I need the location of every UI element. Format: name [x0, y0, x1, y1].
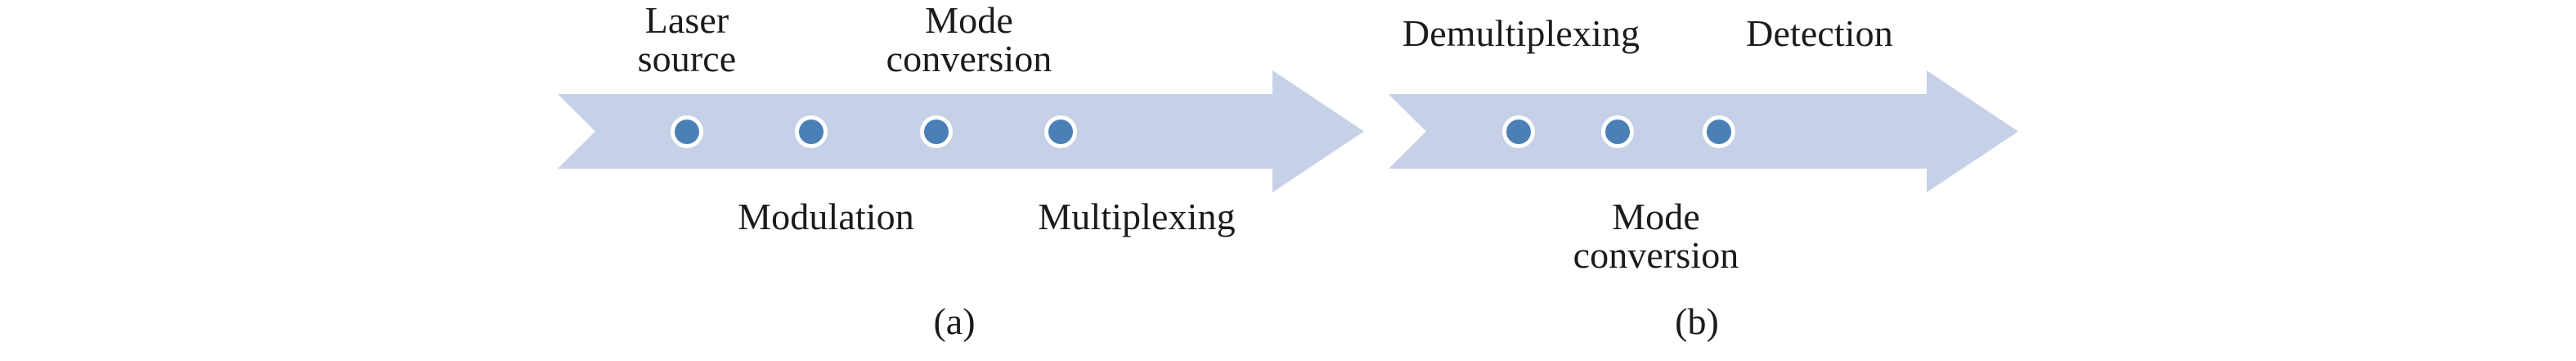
process-step-label: Laser source [637, 0, 737, 79]
process-step-dot [1502, 115, 1535, 148]
panel-caption: (b) [1675, 300, 1719, 342]
transmitter-chain-arrow [558, 70, 1364, 192]
process-step-label: Multiplexing [1038, 196, 1236, 237]
process-step-dot [671, 115, 703, 148]
process-step-label: Modulation [738, 196, 914, 237]
process-step-label: Detection [1746, 12, 1893, 54]
process-step-dot [1703, 115, 1735, 148]
process-step-label: Mode conversion [886, 0, 1052, 79]
process-step-label: Mode conversion [1573, 196, 1739, 276]
process-step-dot [1601, 115, 1634, 148]
panel-caption: (a) [933, 300, 976, 342]
process-step-dot [920, 115, 953, 148]
arrow-shape [558, 70, 1364, 192]
process-step-dot [795, 115, 828, 148]
process-step-dot [1044, 115, 1077, 148]
process-step-label: Demultiplexing [1402, 12, 1640, 54]
